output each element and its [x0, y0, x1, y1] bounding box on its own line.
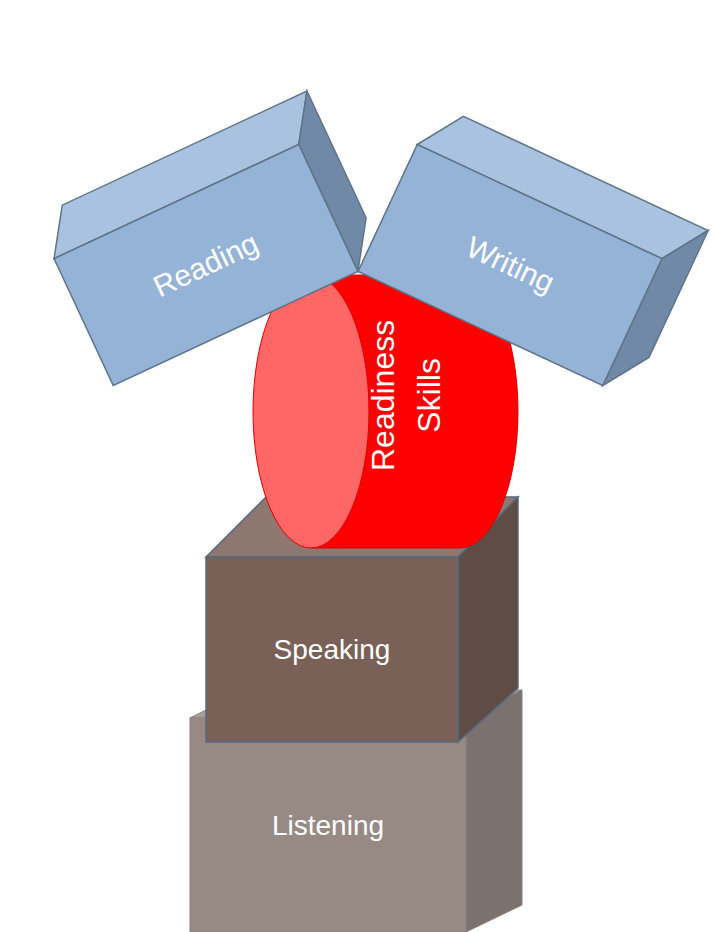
reading-box: [35, 91, 385, 385]
node-label: Speaking: [270, 633, 395, 667]
node-label: Listening: [268, 809, 388, 843]
readiness-cylinder: Readiness Skills: [358, 296, 455, 494]
node-label: Readiness Skills: [360, 296, 453, 494]
speaking-block: Speaking: [270, 631, 395, 669]
writing-box: [358, 104, 708, 398]
listening-block: Listening: [268, 807, 388, 845]
